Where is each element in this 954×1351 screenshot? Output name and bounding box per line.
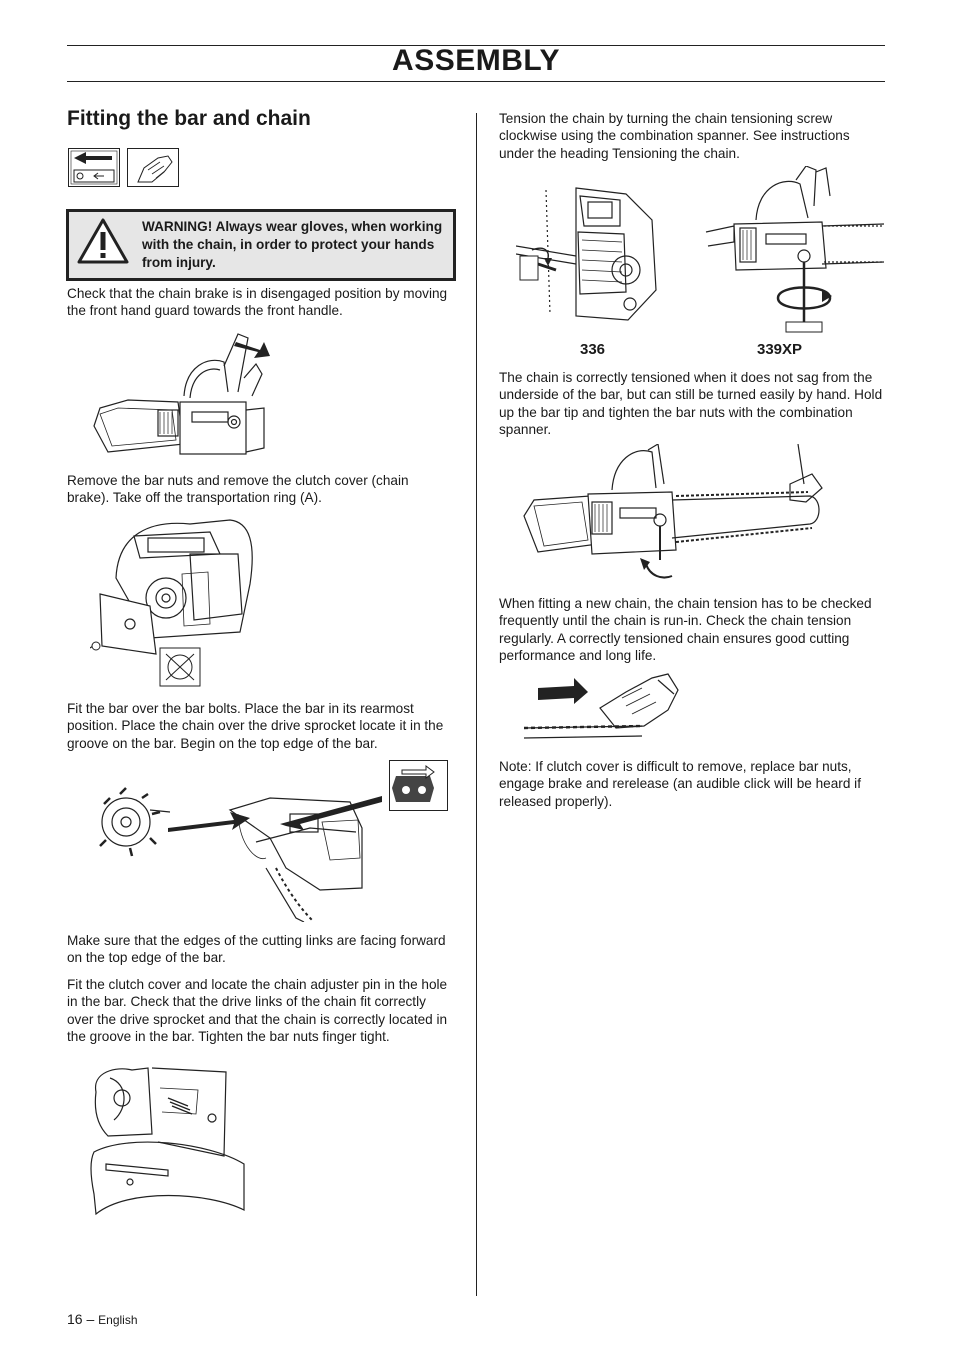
- bar-chain-icons: [68, 148, 179, 187]
- tensioning-339xp-illustration: [705, 166, 885, 333]
- warning-text: WARNING! Always wear gloves, when workin…: [142, 219, 443, 270]
- adjuster-pin-illustration: [90, 1067, 245, 1216]
- footer-language: English: [98, 1313, 138, 1327]
- warning-triangle-icon: [77, 218, 129, 264]
- text-correct-tension: The chain is correctly tensioned when it…: [499, 370, 883, 437]
- text-cutting-links: Make sure that the edges of the cutting …: [67, 933, 446, 966]
- tighten-bar-nuts-illustration: [523, 444, 823, 579]
- text-remove-bar-nuts: Remove the bar nuts and remove the clutc…: [67, 473, 409, 506]
- text-tension-chain: Tension the chain by turning the chain t…: [499, 111, 850, 161]
- header-rule-top: [67, 45, 885, 46]
- section-title: Fitting the bar and chain: [67, 107, 311, 130]
- fit-bar-chain-illustration: [99, 760, 448, 922]
- tensioning-336-illustration: [516, 187, 657, 321]
- text-chain-brake: Check that the chain brake is in disenga…: [67, 286, 448, 319]
- model-label-339xp: 339XP: [757, 341, 803, 358]
- header-rule-bottom: [67, 81, 885, 82]
- page-number: 16 –: [67, 1311, 95, 1327]
- text-note-clutch: Note: If clutch cover is difficult to re…: [499, 759, 861, 809]
- model-label-336: 336: [580, 341, 606, 358]
- page-footer: 16 – English: [67, 1311, 138, 1327]
- text-new-chain: When fitting a new chain, the chain tens…: [499, 596, 872, 663]
- chainsaw-handguard-illustration: [93, 333, 270, 455]
- warning-box: WARNING! Always wear gloves, when workin…: [66, 209, 456, 281]
- glove-chain-illustration: [523, 673, 679, 739]
- clutch-cover-illustration: [90, 519, 253, 687]
- text-fit-clutch-cover: Fit the clutch cover and locate the chai…: [67, 977, 448, 1044]
- column-divider: [476, 113, 477, 1296]
- page-title: ASSEMBLY: [392, 44, 560, 77]
- text-fit-bar: Fit the bar over the bar bolts. Place th…: [67, 701, 444, 751]
